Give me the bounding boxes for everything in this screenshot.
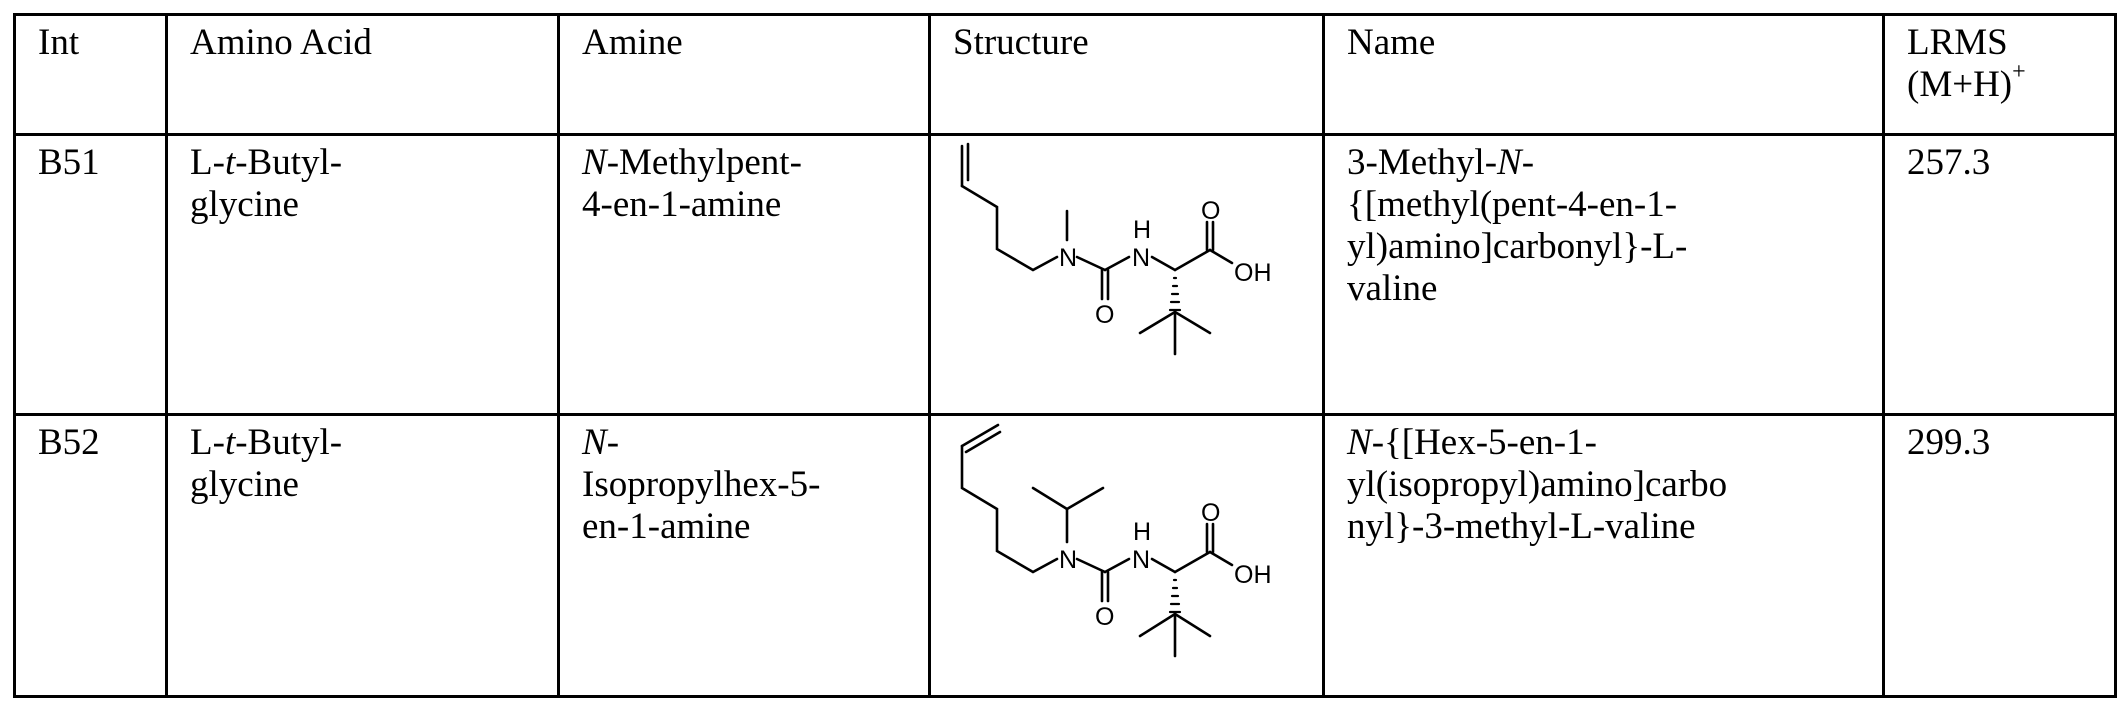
atom-n: N — [1059, 244, 1077, 272]
header-name: Name — [1322, 13, 1885, 136]
cell-structure: N N H O O OH — [928, 413, 1325, 698]
name-line1-italic: N — [1347, 422, 1372, 463]
amine-line2: Isopropylhex-5- — [582, 464, 821, 505]
amino-acid-line2: glycine — [190, 184, 299, 225]
amine-line1: - — [606, 422, 620, 463]
name-line2: {[methyl(pent-4-en-1- — [1347, 184, 1678, 225]
cell-lrms: 299.3 — [1882, 413, 2117, 698]
atom-nh: N — [1132, 244, 1150, 272]
lrms-value: 299.3 — [1907, 422, 1991, 463]
header-row: Int Amino Acid Amine Structure Name LRMS… — [13, 13, 2117, 136]
atom-o-carbonyl: O — [1095, 301, 1114, 329]
header-lrms-ion: (M+H) — [1907, 64, 2013, 105]
header-structure: Structure — [928, 13, 1325, 136]
name-line1-suffix: - — [1521, 142, 1535, 183]
atom-oh: OH — [1234, 259, 1272, 287]
amino-acid-italic: t — [224, 422, 236, 463]
cell-lrms: 257.3 — [1882, 133, 2117, 416]
name-line4: valine — [1347, 268, 1438, 309]
cell-int: B51 — [13, 133, 168, 416]
int-id: B51 — [38, 142, 100, 183]
amino-acid-line2: glycine — [190, 464, 299, 505]
atom-o-acid: O — [1201, 197, 1220, 225]
amine-line2: 4-en-1-amine — [582, 184, 782, 225]
amino-acid-italic: t — [224, 142, 236, 183]
amine-line1: -Methylpent- — [606, 142, 802, 183]
atom-n: N — [1059, 546, 1077, 574]
header-amine: Amine — [557, 13, 931, 136]
table-row: B52 L-t-Butyl- glycine N- Isopropylhex-5… — [13, 413, 2117, 698]
name-line1-italic: N — [1497, 142, 1522, 183]
cell-amine: N- Isopropylhex-5- en-1-amine — [557, 413, 931, 698]
header-structure-label: Structure — [953, 22, 1089, 63]
amine-line3: en-1-amine — [582, 506, 751, 547]
atom-o-acid: O — [1201, 499, 1220, 527]
name-line2: yl(isopropyl)amino]carbo — [1347, 464, 1728, 505]
header-amine-label: Amine — [582, 22, 683, 63]
amine-italic: N — [582, 142, 607, 183]
table-row: B51 L-t-Butyl- glycine N-Methylpent- 4-e… — [13, 133, 2117, 416]
cell-amine: N-Methylpent- 4-en-1-amine — [557, 133, 931, 416]
int-id: B52 — [38, 422, 100, 463]
lrms-value: 257.3 — [1907, 142, 1991, 183]
amino-acid-prefix: L- — [190, 422, 225, 463]
name-line3: yl)amino]carbonyl}-L- — [1347, 226, 1688, 267]
atom-h: H — [1133, 518, 1151, 546]
name-line3: nyl}-3-methyl-L-valine — [1347, 506, 1696, 547]
chemical-structure-b52: N N H O O OH — [960, 423, 1272, 658]
atom-h: H — [1133, 216, 1151, 244]
header-lrms-charge: + — [2012, 58, 2026, 85]
header-lrms-label: LRMS — [1907, 22, 2008, 63]
cell-name: 3-Methyl-N- {[methyl(pent-4-en-1- yl)ami… — [1322, 133, 1885, 416]
cell-int: B52 — [13, 413, 168, 698]
header-int-label: Int — [38, 22, 80, 63]
amino-acid-prefix: L- — [190, 142, 225, 183]
header-int: Int — [13, 13, 168, 136]
amine-italic: N — [582, 422, 607, 463]
name-line1-prefix: 3-Methyl- — [1347, 142, 1498, 183]
cell-amino-acid: L-t-Butyl- glycine — [165, 133, 560, 416]
amino-acid-suffix: -Butyl- — [235, 142, 343, 183]
name-line1-suffix: -{[Hex-5-en-1- — [1371, 422, 1597, 463]
atom-o-carbonyl: O — [1095, 603, 1114, 631]
compound-table: Int Amino Acid Amine Structure Name LRMS… — [13, 13, 2117, 698]
header-name-label: Name — [1347, 22, 1436, 63]
header-amino-acid: Amino Acid — [165, 13, 560, 136]
amino-acid-suffix: -Butyl- — [235, 422, 343, 463]
atom-oh: OH — [1234, 561, 1272, 589]
cell-amino-acid: L-t-Butyl- glycine — [165, 413, 560, 698]
header-lrms: LRMS (M+H)+ — [1882, 13, 2117, 136]
header-amino-acid-label: Amino Acid — [190, 22, 372, 63]
cell-structure: N N H O O OH — [928, 133, 1325, 416]
atom-nh: N — [1132, 546, 1150, 574]
chemical-structure-b51: N N H O O OH — [960, 142, 1272, 356]
cell-name: N-{[Hex-5-en-1- yl(isopropyl)amino]carbo… — [1322, 413, 1885, 698]
